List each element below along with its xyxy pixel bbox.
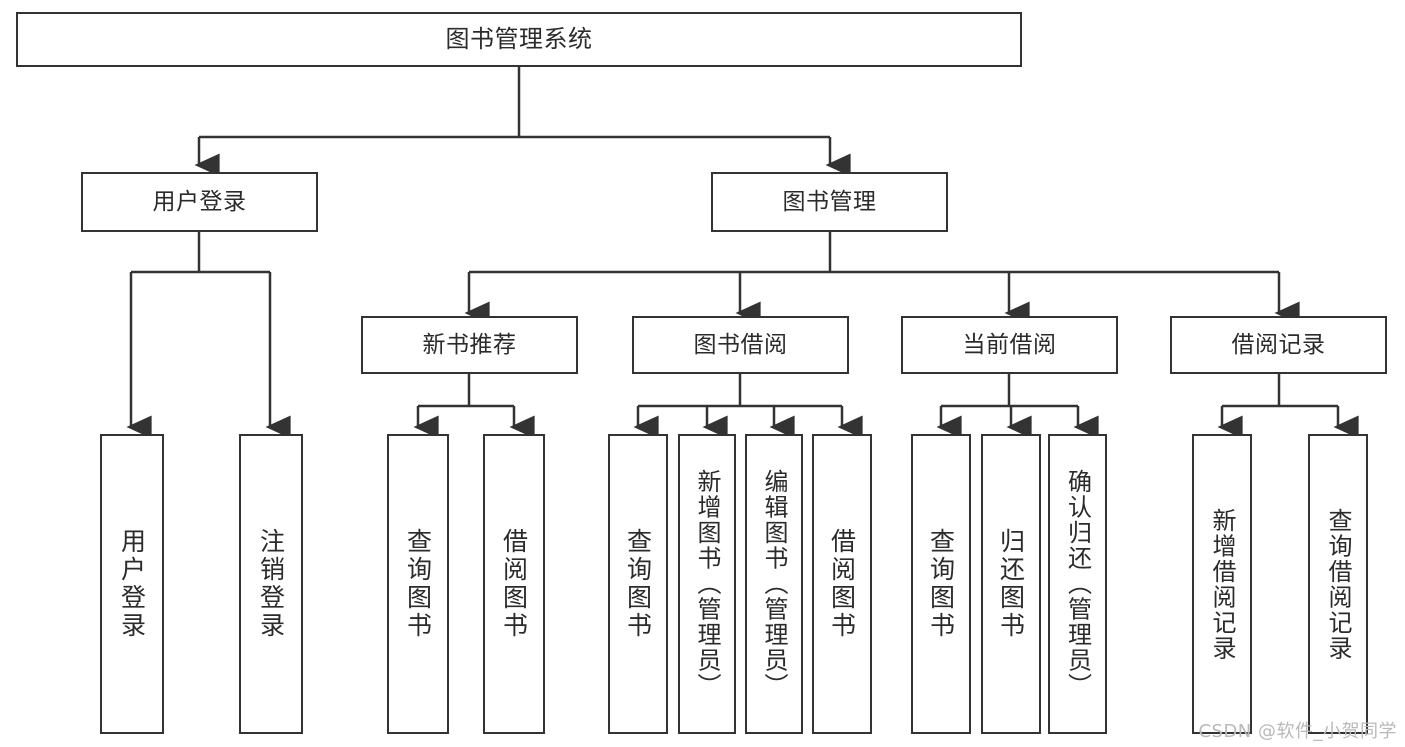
node-leaf-add-book-label: 新增图书（管理员） bbox=[693, 469, 721, 699]
node-leaf-borrow-book-2[interactable]: 借阅图书 bbox=[812, 434, 872, 734]
node-leaf-query-book-3-label: 查询图书 bbox=[926, 528, 956, 640]
node-new-book-recommend-label: 新书推荐 bbox=[422, 331, 517, 358]
node-new-book-recommend[interactable]: 新书推荐 bbox=[361, 316, 578, 374]
node-leaf-borrow-book-1[interactable]: 借阅图书 bbox=[483, 434, 545, 734]
node-leaf-query-record-label: 查询借阅记录 bbox=[1324, 507, 1352, 661]
node-current-borrow[interactable]: 当前借阅 bbox=[901, 316, 1118, 374]
node-root-label: 图书管理系统 bbox=[445, 24, 593, 53]
node-user-login[interactable]: 用户登录 bbox=[81, 172, 318, 232]
node-leaf-edit-book-label: 编辑图书（管理员） bbox=[760, 469, 788, 699]
node-leaf-add-record[interactable]: 新增借阅记录 bbox=[1192, 434, 1252, 734]
node-user-login-label: 用户登录 bbox=[152, 188, 247, 215]
node-leaf-borrow-book-2-label: 借阅图书 bbox=[827, 528, 857, 640]
node-leaf-user-login[interactable]: 用户登录 bbox=[100, 434, 164, 734]
node-book-borrow[interactable]: 图书借阅 bbox=[632, 316, 849, 374]
node-leaf-user-logout[interactable]: 注销登录 bbox=[239, 434, 303, 734]
node-book-borrow-label: 图书借阅 bbox=[693, 331, 788, 358]
node-leaf-add-record-label: 新增借阅记录 bbox=[1208, 507, 1236, 661]
node-leaf-return-book-label: 归还图书 bbox=[996, 528, 1026, 640]
node-leaf-confirm-return[interactable]: 确认归还（管理员） bbox=[1048, 434, 1107, 734]
node-root[interactable]: 图书管理系统 bbox=[16, 12, 1022, 67]
watermark: CSDN @软件_小贺同学 bbox=[1198, 721, 1397, 742]
node-current-borrow-label: 当前借阅 bbox=[962, 331, 1057, 358]
node-borrow-record-label: 借阅记录 bbox=[1231, 331, 1326, 358]
node-book-manage[interactable]: 图书管理 bbox=[711, 172, 948, 232]
node-leaf-query-book-1-label: 查询图书 bbox=[403, 528, 433, 640]
node-leaf-confirm-return-label: 确认归还（管理员） bbox=[1063, 469, 1092, 699]
node-leaf-query-book-2-label: 查询图书 bbox=[623, 528, 653, 640]
node-leaf-edit-book[interactable]: 编辑图书（管理员） bbox=[745, 434, 803, 734]
node-leaf-query-record[interactable]: 查询借阅记录 bbox=[1308, 434, 1368, 734]
node-leaf-query-book-2[interactable]: 查询图书 bbox=[608, 434, 668, 734]
node-leaf-add-book[interactable]: 新增图书（管理员） bbox=[678, 434, 736, 734]
node-leaf-borrow-book-1-label: 借阅图书 bbox=[499, 528, 529, 640]
node-leaf-return-book[interactable]: 归还图书 bbox=[981, 434, 1041, 734]
node-leaf-user-login-label: 用户登录 bbox=[117, 528, 147, 640]
node-leaf-query-book-3[interactable]: 查询图书 bbox=[911, 434, 971, 734]
node-borrow-record[interactable]: 借阅记录 bbox=[1170, 316, 1387, 374]
node-leaf-query-book-1[interactable]: 查询图书 bbox=[387, 434, 449, 734]
node-book-manage-label: 图书管理 bbox=[782, 188, 877, 215]
node-leaf-user-logout-label: 注销登录 bbox=[256, 528, 286, 640]
